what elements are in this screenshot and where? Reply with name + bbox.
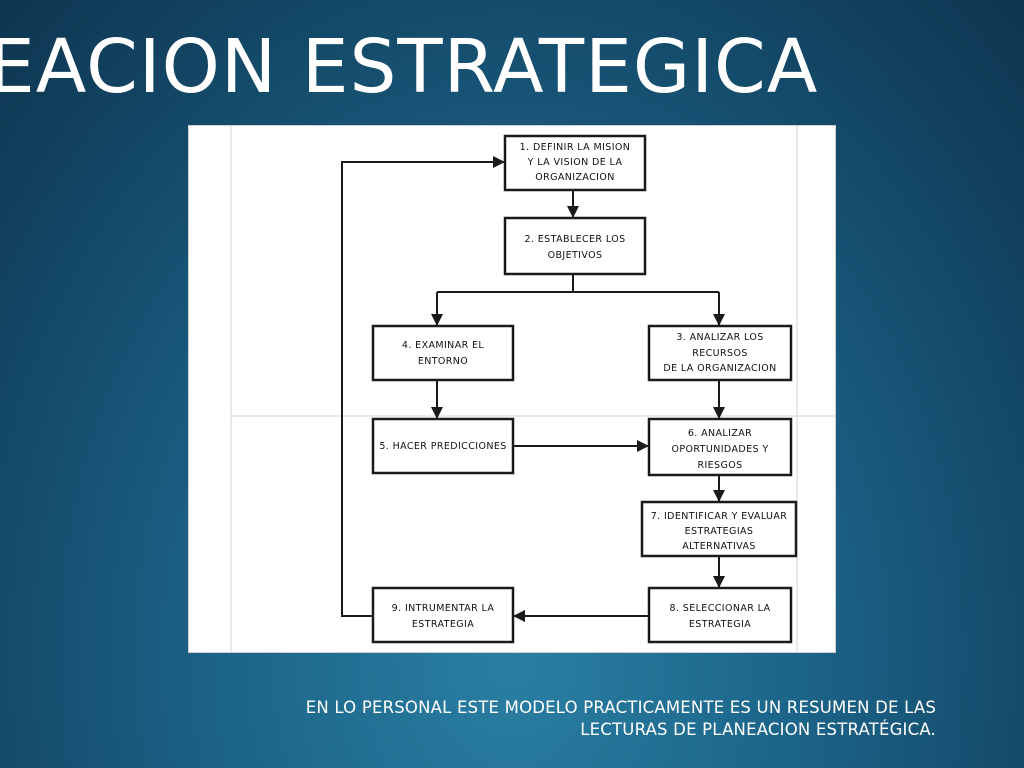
connector-6-to-7-arrowhead (713, 490, 725, 502)
connector-branch-to-3-arrowhead (713, 314, 725, 326)
connector-9-to-1-loop (341, 161, 505, 617)
step-9-box: 9. INTRUMENTAR LA ESTRATEGIA (371, 586, 515, 644)
caption-line-2: LECTURAS DE PLANEACION ESTRATÉGICA. (580, 720, 936, 739)
step-3-box: 3. ANALIZAR LOS RECURSOS DE LA ORGANIZAC… (647, 324, 793, 382)
step-7-box: 7. IDENTIFICAR Y EVALUAR ESTRATEGIAS ALT… (640, 500, 798, 558)
step-8-line-1: 8. SELECCIONAR LA (670, 603, 771, 614)
step-3-line-1: 3. ANALIZAR LOS (676, 332, 763, 343)
connector-3-to-6-arrowhead (713, 407, 725, 419)
flow-connectors (341, 156, 725, 622)
step-1-line-3: ORGANIZACION (535, 172, 615, 183)
connector-5-to-6-arrowhead (637, 440, 649, 452)
step-9-line-2: ESTRATEGIA (412, 619, 474, 630)
step-2-box: 2. ESTABLECER LOS OBJETIVOS (503, 216, 647, 276)
step-8-line-2: ESTRATEGIA (689, 619, 751, 630)
step-2-line-2: OBJETIVOS (548, 250, 603, 261)
step-1-line-2: Y LA VISION DE LA (527, 157, 623, 168)
step-1-box: 1. DEFINIR LA MISION Y LA VISION DE LA O… (503, 134, 647, 192)
connector-7-to-8-arrowhead (713, 576, 725, 588)
slide-title: EACION ESTRATEGICA (0, 24, 819, 110)
connector-4-to-5-arrowhead (431, 407, 443, 419)
step-3-line-3: DE LA ORGANIZACION (663, 363, 776, 374)
step-6-line-2: OPORTUNIDADES Y (671, 444, 768, 455)
step-2-line-1: 2. ESTABLECER LOS (524, 234, 625, 245)
step-4-box: 4. EXAMINAR EL ENTORNO (371, 324, 515, 382)
connector-branch-to-4-arrowhead (431, 314, 443, 326)
step-7-line-2: ESTRATEGIAS (685, 526, 754, 537)
step-5-box: 5. HACER PREDICCIONES (371, 417, 515, 475)
connector-1-to-2-arrowhead (567, 206, 579, 218)
step-5-line-1: 5. HACER PREDICCIONES (379, 441, 506, 452)
step-8-box: 8. SELECCIONAR LA ESTRATEGIA (647, 586, 793, 644)
step-3-line-2: RECURSOS (692, 348, 748, 359)
flowchart-diagram: 1. DEFINIR LA MISION Y LA VISION DE LA O… (188, 125, 836, 653)
step-4-line-1: 4. EXAMINAR EL (402, 340, 485, 351)
caption-line-1: EN LO PERSONAL ESTE MODELO PRACTICAMENTE… (305, 698, 936, 717)
slide-caption: EN LO PERSONAL ESTE MODELO PRACTICAMENTE… (306, 697, 936, 741)
step-9-line-1: 9. INTRUMENTAR LA (392, 603, 495, 614)
step-7-line-1: 7. IDENTIFICAR Y EVALUAR (651, 511, 788, 522)
step-1-line-1: 1. DEFINIR LA MISION (520, 142, 631, 153)
step-6-line-3: RIESGOS (697, 460, 742, 471)
flowchart-canvas: 1. DEFINIR LA MISION Y LA VISION DE LA O… (230, 126, 835, 652)
step-6-box: 6. ANALIZAR OPORTUNIDADES Y RIESGOS (647, 417, 793, 477)
connector-8-to-9-arrowhead (513, 610, 525, 622)
connector-9-to-1-loop-arrowhead (493, 156, 505, 168)
step-7-line-3: ALTERNATIVAS (682, 541, 756, 552)
step-4-line-2: ENTORNO (418, 356, 468, 367)
step-6-line-1: 6. ANALIZAR (688, 428, 752, 439)
